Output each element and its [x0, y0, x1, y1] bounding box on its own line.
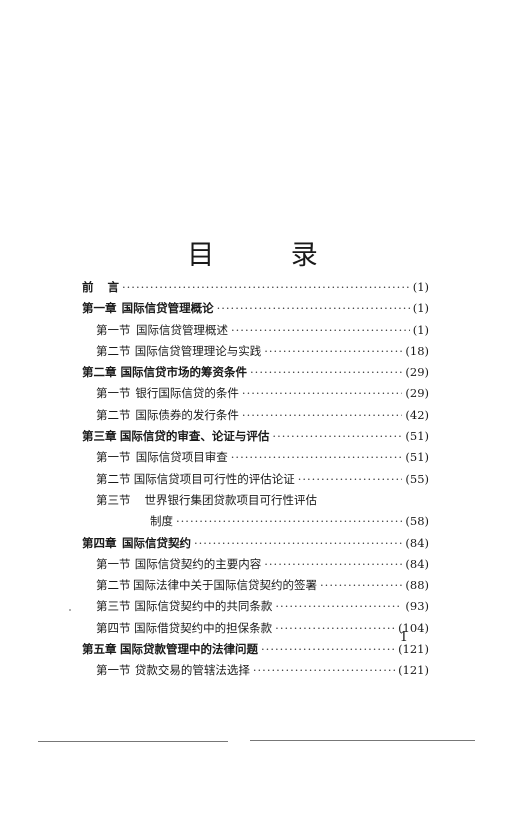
- toc-entry-label: 第二节: [96, 343, 131, 358]
- toc-entry-page: (51): [405, 450, 429, 465]
- toc-entry-page: (104): [398, 620, 429, 635]
- toc-entry-chapter: 第五章 国际贷款管理中的法律问题 (121): [82, 641, 429, 662]
- dot-leader: [250, 365, 402, 379]
- scan-edge-line: [250, 740, 475, 741]
- toc-title: 目 录: [187, 240, 352, 271]
- dot-leader: [231, 450, 403, 464]
- toc-entry-chapter: 第三章 国际信贷的审查、论证与评估 (51): [82, 428, 429, 449]
- scan-edge-line: [38, 741, 228, 742]
- dot-leader: [122, 280, 410, 294]
- dot-leader: [217, 301, 410, 315]
- toc-entry-continuation: 制度 (58): [82, 513, 429, 534]
- toc-entry-title: 贷款交易的管辖法选择: [134, 663, 250, 678]
- toc-entry-section: 第三节 世界银行集团贷款项目可行性评估: [82, 492, 429, 513]
- toc-entry-page: (84): [405, 535, 429, 550]
- toc-entry-title: 国际法律中关于国际信贷契约的签署: [133, 578, 318, 593]
- toc-entry-title: 国际借贷契约中的担保条款: [134, 620, 273, 635]
- toc-entry-page: (1): [412, 301, 429, 316]
- toc-entry-section: 第二节 国际信贷项目可行性的评估论证 (55): [82, 471, 429, 492]
- toc-entry-label: 第二节: [96, 471, 131, 486]
- toc-entry-preface: 前言 (1): [82, 279, 429, 300]
- toc-entry-label: 第一节: [96, 322, 131, 337]
- dot-leader: [194, 536, 402, 550]
- toc-entry-page: (29): [405, 386, 429, 401]
- toc-entry-section: 第一节 贷款交易的管辖法选择 (121): [82, 662, 429, 683]
- toc-entry-title: 世界银行集团贷款项目可行性评估: [144, 492, 318, 507]
- toc-entry-page: (121): [398, 642, 429, 657]
- page-number: 1: [399, 630, 408, 645]
- toc-entry-label: 第四章: [82, 535, 117, 550]
- toc-entry-chapter: 第二章 国际信贷市场的筹资条件 (29): [82, 364, 429, 385]
- toc-entry-label: 第二节: [96, 407, 131, 422]
- toc-entry-section: 第二节 国际法律中关于国际信贷契约的签署 (88): [82, 577, 429, 598]
- toc-entry-section: 第三节 国际信贷契约中的共同条款 (93): [82, 598, 429, 619]
- toc-entry-label: 第四节: [96, 620, 131, 635]
- toc-entry-title: 国际信贷契约: [121, 535, 191, 550]
- toc-entry-section: 第一节 国际信贷契约的主要内容 (84): [82, 556, 429, 577]
- toc-entry-page: (84): [405, 556, 429, 571]
- toc-entry-label: 第一节: [96, 386, 131, 401]
- toc-entry-label: 言: [107, 280, 120, 294]
- toc-entry-label: 第三节: [96, 492, 131, 507]
- toc-entry-title: 国际信贷项目可行性的评估论证: [133, 471, 295, 486]
- toc-entry-title: 国际信贷契约的主要内容: [134, 556, 262, 571]
- toc-entry-section: 第一节 国际信贷项目审查 (51): [82, 449, 429, 470]
- dot-leader: [320, 578, 402, 592]
- dot-leader: [242, 408, 402, 422]
- dot-leader: [298, 472, 403, 486]
- toc-entry-label: 第二章: [82, 365, 117, 380]
- toc-entry-title: 国际信贷的审查、论证与评估: [119, 429, 270, 444]
- toc-entry-label: 第二节: [96, 578, 131, 593]
- toc-entry-page: (1): [412, 280, 429, 294]
- toc-entry-page: (58): [405, 514, 429, 529]
- toc-entry-page: (55): [405, 471, 429, 486]
- toc-entry-section: 第二节 国际信贷管理理论与实践 (18): [82, 343, 429, 364]
- scan-speck: [69, 609, 71, 611]
- toc-entry-chapter: 第一章 国际信贷管理概论 (1): [82, 300, 429, 321]
- toc-entry-page: (51): [405, 429, 429, 444]
- toc-entry-label: 第一节: [96, 663, 131, 678]
- toc-entry-page: (29): [405, 365, 429, 380]
- toc-entry-page: (93): [405, 599, 429, 614]
- toc-entry-title: 国际信贷管理理论与实践: [134, 343, 262, 358]
- dot-leader: [272, 429, 402, 443]
- toc-entry-title: 国际信贷市场的筹资条件: [120, 365, 248, 380]
- toc-entry-label: 第一章: [82, 301, 117, 316]
- toc-entry-section: 第四节 国际借贷契约中的担保条款 (104): [82, 620, 429, 641]
- dot-leader: [275, 599, 402, 613]
- toc-entry-page: (42): [405, 407, 429, 422]
- toc-entry-label: 前: [82, 280, 94, 294]
- toc-entry-label: 第三节: [96, 599, 131, 614]
- toc-entry-label: 第五章: [82, 642, 117, 657]
- toc-entry-page: (18): [405, 343, 429, 358]
- toc-entry-title: 国际信贷契约中的共同条款: [134, 599, 273, 614]
- toc-entry-title: 国际贷款管理中的法律问题: [120, 642, 259, 657]
- toc-entry-label: 第一节: [96, 450, 131, 465]
- toc-entry-title: 制度: [150, 514, 173, 529]
- toc-entry-title: 国际债券的发行条件: [135, 407, 239, 422]
- dot-leader: [253, 663, 395, 677]
- toc-entry-label: 第三章: [82, 429, 117, 444]
- table-of-contents: 前言 (1) 第一章 国际信贷管理概论 (1) 第一节 国际信贷管理概述 (1)…: [82, 279, 429, 684]
- dot-leader: [176, 514, 402, 528]
- dot-leader: [231, 323, 410, 337]
- toc-entry-title: 国际信贷管理概论: [121, 301, 214, 316]
- toc-entry-label: 第一节: [96, 556, 131, 571]
- dot-leader: [264, 557, 402, 571]
- toc-entry-title: 国际信贷项目审查: [135, 450, 228, 465]
- toc-entry-chapter: 第四章 国际信贷契约 (84): [82, 535, 429, 556]
- toc-entry-title: 银行国际信贷的条件: [135, 386, 239, 401]
- toc-entry-page: (121): [398, 663, 429, 678]
- toc-entry-page: (88): [405, 578, 429, 593]
- toc-entry-section: 第二节 国际债券的发行条件 (42): [82, 407, 429, 428]
- toc-entry-page: (1): [412, 322, 429, 337]
- toc-entry-title: 国际信贷管理概述: [135, 322, 228, 337]
- toc-entry-section: 第一节 国际信贷管理概述 (1): [82, 322, 429, 343]
- dot-leader: [242, 386, 402, 400]
- dot-leader: [264, 344, 402, 358]
- toc-entry-section: 第一节 银行国际信贷的条件 (29): [82, 385, 429, 406]
